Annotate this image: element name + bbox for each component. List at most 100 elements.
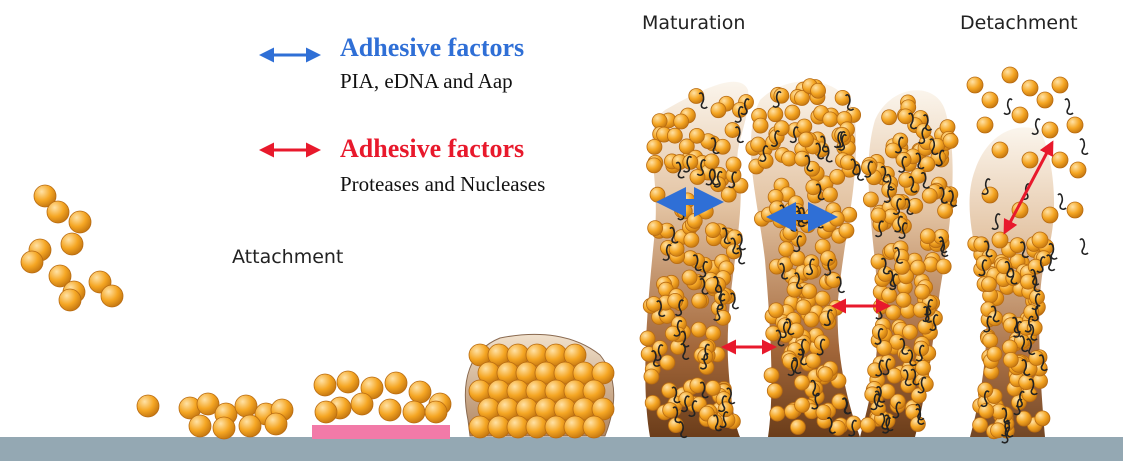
bacterial-cell	[795, 151, 810, 166]
bacterial-cell	[981, 277, 996, 292]
bacterial-cell	[689, 88, 704, 103]
bacterial-cell	[923, 257, 938, 272]
bacterial-cell	[1010, 238, 1025, 253]
bacterial-cell	[314, 374, 336, 396]
bacterial-cell	[799, 132, 814, 147]
bacterial-cell	[832, 394, 847, 409]
bacterial-cell	[787, 282, 802, 297]
bacterial-cell	[764, 368, 779, 383]
bacterial-cell	[860, 417, 875, 432]
bacterial-cell	[882, 110, 897, 125]
bacterial-cell	[896, 292, 911, 307]
bacterial-cell	[667, 128, 682, 143]
bacterial-cell	[938, 203, 953, 218]
bacterial-cell	[790, 419, 805, 434]
bacterial-cell	[690, 378, 705, 393]
bacterial-cell	[213, 417, 235, 439]
bacterial-cell	[69, 211, 91, 233]
bacterial-cell	[1042, 207, 1058, 223]
bacterial-cell	[987, 347, 1002, 362]
bacterial-cell	[863, 192, 878, 207]
bacterial-cell	[583, 416, 605, 438]
bacterial-cell	[1022, 152, 1038, 168]
bacterial-cell	[705, 223, 720, 238]
bacterial-cell	[936, 259, 951, 274]
bacterial-cell	[265, 413, 287, 435]
bacterial-cell	[768, 107, 783, 122]
bacterial-cell	[691, 322, 706, 337]
bacterial-cell	[1042, 122, 1058, 138]
bacterial-cell	[877, 341, 892, 356]
bacterial-cell	[840, 155, 855, 170]
legend-adhesive-title: Adhesive factors	[340, 33, 524, 63]
bacterial-cell	[662, 383, 677, 398]
bacterial-cell	[1012, 107, 1028, 123]
bacterial-cell	[974, 237, 989, 252]
edna-strand	[1058, 194, 1066, 209]
bacterial-cell	[687, 213, 702, 228]
bacterial-cell	[644, 369, 659, 384]
bacterial-cell	[882, 288, 897, 303]
bacterial-cell	[61, 233, 83, 255]
bacterial-cell	[1003, 352, 1018, 367]
bacterial-cell	[403, 401, 425, 423]
bacterial-cell	[137, 395, 159, 417]
bacterial-cell	[982, 92, 998, 108]
bacterial-cell	[943, 133, 958, 148]
bacterial-cell	[682, 270, 697, 285]
bacterial-cell	[797, 119, 812, 134]
bacterial-cell	[753, 118, 768, 133]
bacterial-cell	[916, 360, 931, 375]
bacterial-cell	[721, 187, 736, 202]
bacterial-cell	[692, 293, 707, 308]
bacterial-cell	[674, 114, 689, 129]
bacterial-cell	[785, 105, 800, 120]
bacterial-cell	[640, 331, 655, 346]
bacterial-cell	[796, 300, 811, 315]
bacterial-cell	[822, 187, 837, 202]
bacterial-cell	[835, 90, 850, 105]
bacterial-cell	[839, 223, 854, 238]
bacterial-cell	[902, 324, 917, 339]
bacterial-cell	[992, 142, 1008, 158]
bacterial-cell	[425, 401, 447, 423]
bacterial-cell	[794, 375, 809, 390]
bacterial-cell	[769, 303, 784, 318]
bacterial-cell	[647, 158, 662, 173]
bacterial-cell	[1067, 117, 1083, 133]
bacterial-cell	[806, 180, 821, 195]
bacterial-cell	[663, 403, 678, 418]
stage-label-detachment: Detachment	[960, 12, 1078, 34]
bacterial-cell	[830, 169, 845, 184]
bacterial-cell	[977, 117, 993, 133]
bacterial-cell	[1019, 375, 1034, 390]
bacterial-cell	[59, 289, 81, 311]
bacterial-cell	[1029, 351, 1044, 366]
bacterial-cell	[818, 367, 833, 382]
edna-strand	[1080, 239, 1088, 254]
stage-label-maturation: Maturation	[642, 12, 745, 34]
bacterial-cell	[1067, 202, 1083, 218]
edna-strand	[1004, 99, 1012, 114]
bacterial-cell	[725, 123, 740, 138]
bacterial-cell	[385, 372, 407, 394]
bacterial-cell	[983, 333, 998, 348]
bacterial-cell	[705, 380, 720, 395]
bacterial-cell	[379, 399, 401, 421]
bacterial-cell	[769, 201, 784, 216]
bacterial-cell	[1052, 77, 1068, 93]
bacterial-cell	[689, 128, 704, 143]
bacterial-cell	[239, 415, 261, 437]
bacterial-cell	[767, 383, 782, 398]
bacterial-cell	[1037, 92, 1053, 108]
stage-label-attachment: Attachment	[232, 246, 343, 268]
bacterial-cell	[1052, 152, 1068, 168]
bacterial-cell	[967, 77, 983, 93]
bacterial-cell	[726, 157, 741, 172]
conditioning-film-pad	[312, 425, 450, 439]
legend-adhesive-items: PIA, eDNA and Aap	[340, 69, 513, 94]
bacterial-cell	[1070, 162, 1086, 178]
bacterial-cell	[647, 139, 662, 154]
bacterial-cell	[802, 284, 817, 299]
bacterial-cell	[811, 83, 826, 98]
